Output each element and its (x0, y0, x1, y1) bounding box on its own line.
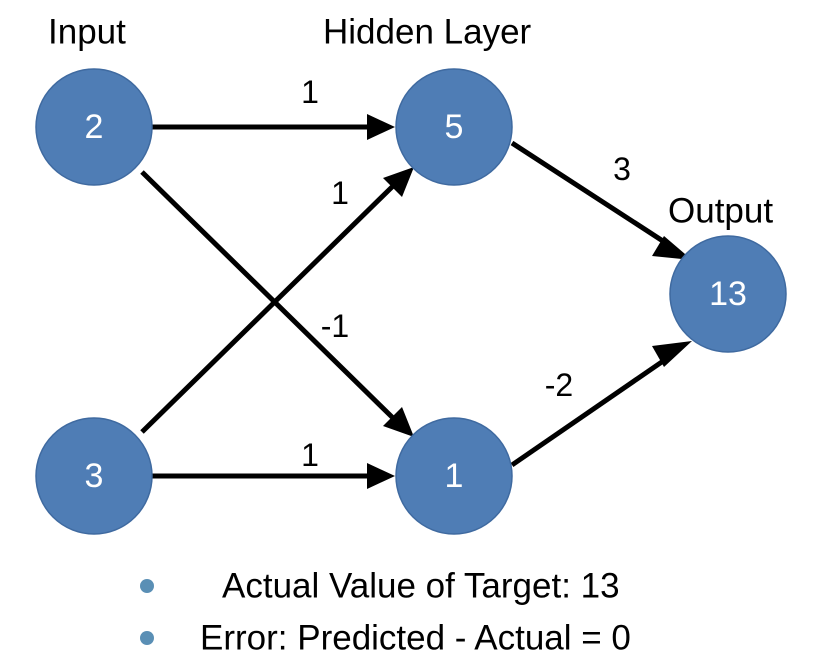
heading-hidden-layer: Hidden Layer (323, 13, 532, 52)
weight-label-input-bottom-hidden-bottom: 1 (301, 437, 319, 473)
node-input-bottom-value: 3 (85, 457, 104, 495)
heading-output: Output (668, 192, 773, 231)
weight-label-input-top-hidden-top: 1 (301, 74, 319, 110)
node-input-bottom: 3 (35, 417, 153, 535)
weight-label-input-top-hidden-bottom: -1 (321, 308, 349, 344)
edge-input-top-to-hidden-bottom (140, 170, 414, 437)
heading-input: Input (48, 13, 126, 52)
edge-input-top-to-hidden-top (152, 114, 395, 140)
weight-label-hidden-top-output: 3 (613, 151, 631, 187)
node-hidden-bottom: 1 (395, 417, 513, 535)
node-input-top-value: 2 (85, 108, 104, 146)
edge-input-bottom-to-hidden-bottom (152, 463, 395, 489)
edge-hidden-bottom-to-output (510, 341, 692, 468)
node-input-top: 2 (35, 68, 153, 186)
bullet-dot-1 (140, 579, 154, 593)
node-hidden-top: 5 (395, 68, 513, 186)
node-hidden-top-value: 5 (445, 108, 464, 146)
edge-input-bottom-to-hidden-top (140, 167, 414, 434)
edge-hidden-top-to-output (510, 140, 692, 260)
node-output-value: 13 (709, 275, 747, 313)
bullet-text-1: Actual Value of Target: 13 (222, 567, 620, 606)
node-output: 13 (669, 235, 787, 353)
weight-label-hidden-bottom-output: -2 (545, 367, 573, 403)
bullet-text-2: Error: Predicted - Actual = 0 (200, 619, 631, 658)
bullet-dot-2 (140, 631, 154, 645)
weight-label-input-bottom-hidden-top: 1 (331, 175, 349, 211)
node-hidden-bottom-value: 1 (445, 457, 464, 495)
